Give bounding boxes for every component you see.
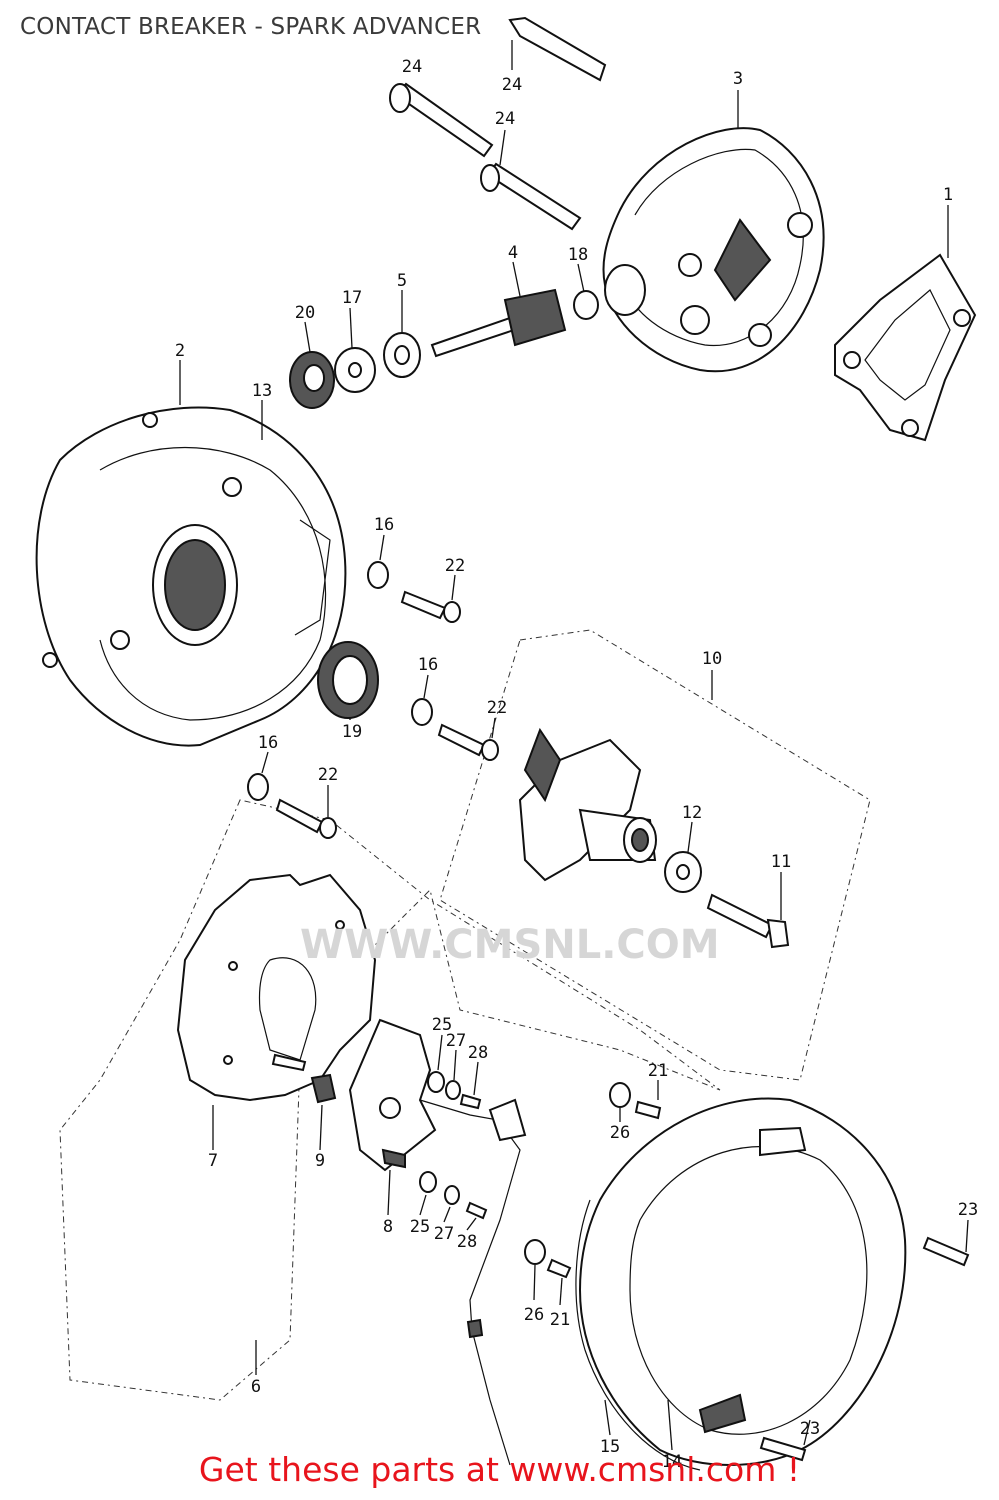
callout-4: 4 bbox=[508, 243, 518, 263]
screw-24-top bbox=[508, 16, 607, 82]
callout-9: 9 bbox=[315, 1151, 325, 1171]
callout-12: 12 bbox=[682, 803, 702, 823]
callout-7: 7 bbox=[208, 1151, 218, 1171]
callout-22: 22 bbox=[445, 556, 465, 576]
oil-seal-19 bbox=[317, 641, 379, 719]
screw-24-left bbox=[389, 82, 494, 158]
callout-8: 8 bbox=[383, 1217, 393, 1237]
callout-16: 16 bbox=[418, 655, 438, 675]
lead-wire bbox=[419, 1098, 527, 1466]
callout-23: 23 bbox=[800, 1419, 820, 1439]
watermark: WWW.CMSNL.COM bbox=[300, 922, 720, 968]
spark-advancer-10 bbox=[518, 727, 657, 882]
gasket-1 bbox=[834, 253, 977, 442]
page-title: CONTACT BREAKER - SPARK ADVANCER bbox=[20, 14, 482, 40]
callout-16: 16 bbox=[258, 733, 278, 753]
callout-16: 16 bbox=[374, 515, 394, 535]
washer-5 bbox=[383, 332, 421, 378]
callout-labels: 24 24 24 3 1 4 18 20 17 5 2 13 16 22 10 … bbox=[175, 57, 978, 1472]
callout-18: 18 bbox=[568, 245, 588, 265]
callout-2: 2 bbox=[175, 341, 185, 361]
washer-17 bbox=[334, 347, 376, 393]
callout-15: 15 bbox=[600, 1437, 620, 1457]
screw-22-a bbox=[400, 590, 461, 623]
callout-5: 5 bbox=[397, 271, 407, 291]
callout-14: 14 bbox=[662, 1452, 682, 1472]
point-cover-14 bbox=[578, 1097, 907, 1466]
callout-25: 25 bbox=[410, 1217, 430, 1237]
gear-shaft-4 bbox=[430, 288, 567, 358]
washer-27-a bbox=[445, 1080, 461, 1100]
washer-25-b bbox=[419, 1171, 437, 1193]
washer-27-b bbox=[444, 1185, 460, 1205]
callout-3: 3 bbox=[733, 69, 743, 89]
felt-9 bbox=[310, 1073, 337, 1104]
callout-27: 27 bbox=[446, 1031, 466, 1051]
callout-1: 1 bbox=[943, 185, 953, 205]
callout-25: 25 bbox=[432, 1015, 452, 1035]
screw-21-b bbox=[546, 1258, 572, 1279]
washer-16-b bbox=[411, 698, 433, 726]
callout-28: 28 bbox=[468, 1043, 488, 1063]
callout-21: 21 bbox=[648, 1061, 668, 1081]
callout-21: 21 bbox=[550, 1310, 570, 1330]
washer-16-c bbox=[247, 773, 269, 801]
callout-20: 20 bbox=[295, 303, 315, 323]
gasket-15 bbox=[575, 1199, 701, 1471]
callout-6: 6 bbox=[251, 1377, 261, 1397]
callout-23: 23 bbox=[958, 1200, 978, 1220]
washer-16-a bbox=[367, 561, 389, 589]
contact-point-8 bbox=[348, 1018, 437, 1172]
base-plate-3 bbox=[602, 127, 825, 373]
callout-27: 27 bbox=[434, 1224, 454, 1244]
screw-23-b bbox=[759, 1436, 807, 1462]
callout-22: 22 bbox=[487, 698, 507, 718]
callout-26: 26 bbox=[524, 1305, 544, 1325]
callout-26: 26 bbox=[610, 1123, 630, 1143]
callout-28: 28 bbox=[457, 1232, 477, 1252]
housing-2 bbox=[35, 406, 347, 747]
screw-22-c bbox=[275, 798, 337, 839]
screw-28-a bbox=[459, 1093, 482, 1110]
bolt-11 bbox=[706, 893, 790, 949]
washer-25-a bbox=[427, 1071, 445, 1093]
callout-10: 10 bbox=[702, 649, 722, 669]
screw-28-b bbox=[465, 1201, 488, 1220]
breaker-plate-7 bbox=[176, 873, 377, 1102]
callout-17: 17 bbox=[342, 288, 362, 308]
callout-13: 13 bbox=[252, 381, 272, 401]
screw-23-a bbox=[922, 1236, 970, 1267]
screw-21-a bbox=[634, 1100, 662, 1120]
callout-24: 24 bbox=[502, 75, 522, 95]
washer-26-a bbox=[609, 1082, 631, 1108]
callout-24: 24 bbox=[495, 109, 515, 129]
washer-12 bbox=[664, 851, 702, 893]
footer-link[interactable]: Get these parts at www.cmsnl.com ! bbox=[198, 1450, 801, 1489]
cam-20 bbox=[289, 351, 335, 409]
callout-24: 24 bbox=[402, 57, 422, 77]
callout-22: 22 bbox=[318, 765, 338, 785]
leader-lines bbox=[179, 40, 969, 1451]
callout-11: 11 bbox=[771, 852, 791, 872]
washer-18 bbox=[573, 290, 599, 320]
screw-24-mid bbox=[480, 162, 582, 231]
washer-26-b bbox=[524, 1239, 546, 1265]
callout-19: 19 bbox=[342, 722, 362, 742]
screw-22-b bbox=[437, 723, 499, 761]
